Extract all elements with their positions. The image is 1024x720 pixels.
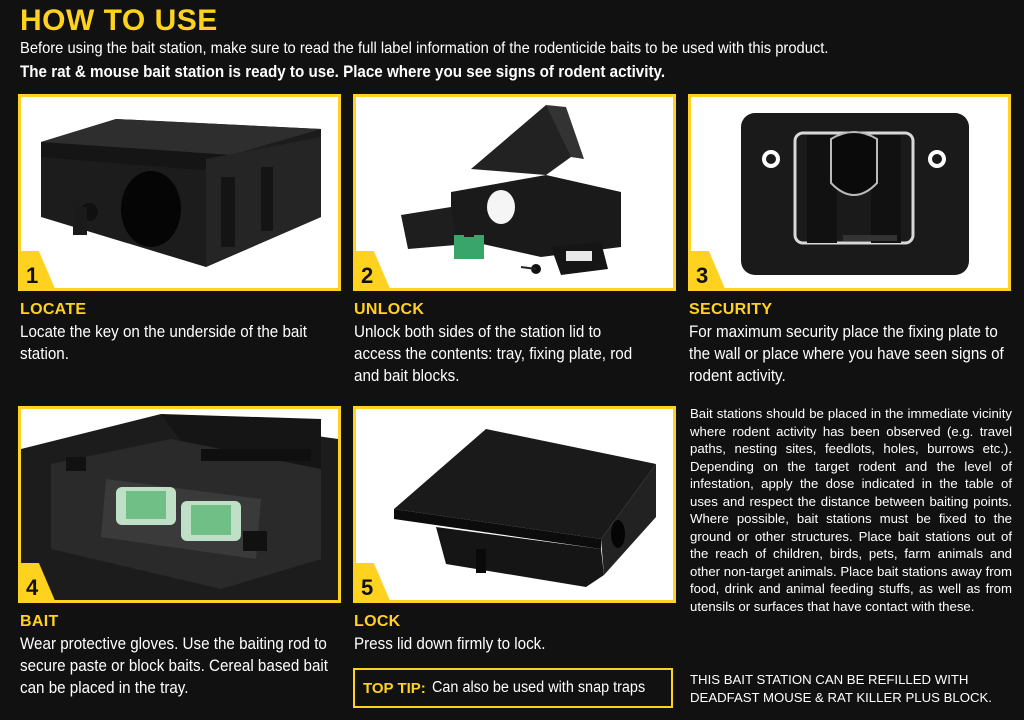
bait-station-open-illustration [401,105,621,275]
step-5-image: 5 [353,406,676,603]
top-tip-text: Can also be used with snap traps [431,679,645,696]
bait-tray-illustration [21,414,338,600]
intro-bold-text: The rat & mouse bait station is ready to… [20,63,666,81]
refill-note: THIS BAIT STATION CAN BE REFILLED WITH D… [690,672,992,705]
step-1-label: LOCATE [20,301,87,318]
step-4-text: Wear protective gloves. Use the baiting … [20,635,328,697]
bait-station-locked-illustration [394,429,656,587]
step-1-text: Locate the key on the underside of the b… [20,323,307,363]
step-2-text: Unlock both sides of the station lid to … [354,323,633,385]
intro-text: Before using the bait station, make sure… [20,40,829,57]
step-1-image: 1 [18,94,341,291]
placement-info-text: Bait stations should be placed in the im… [690,406,1012,614]
step-3-label: SECURITY [689,301,773,318]
step-2-label: UNLOCK [354,301,425,318]
step-3-text: For maximum security place the fixing pl… [689,323,1004,385]
step-5-number: 5 [361,575,374,600]
fixing-plate-illustration [741,113,969,275]
page-title: HOW TO USE [20,4,218,37]
bait-station-closed-illustration [41,119,321,267]
step-5-text: Press lid down firmly to lock. [354,635,546,653]
step-4-label: BAIT [20,613,59,630]
step-3-number: 3 [696,263,709,288]
step-4-image: 4 [18,406,341,603]
top-tip-box: TOP TIP: Can also be used with snap trap… [353,668,673,708]
step-5-label: LOCK [354,613,401,630]
step-4-number: 4 [26,575,39,600]
step-2-number: 2 [361,263,374,288]
step-2-image: 2 [353,94,676,291]
top-tip-label: TOP TIP: [363,679,426,697]
step-1-number: 1 [26,263,39,288]
step-3-image: 3 [688,94,1011,291]
